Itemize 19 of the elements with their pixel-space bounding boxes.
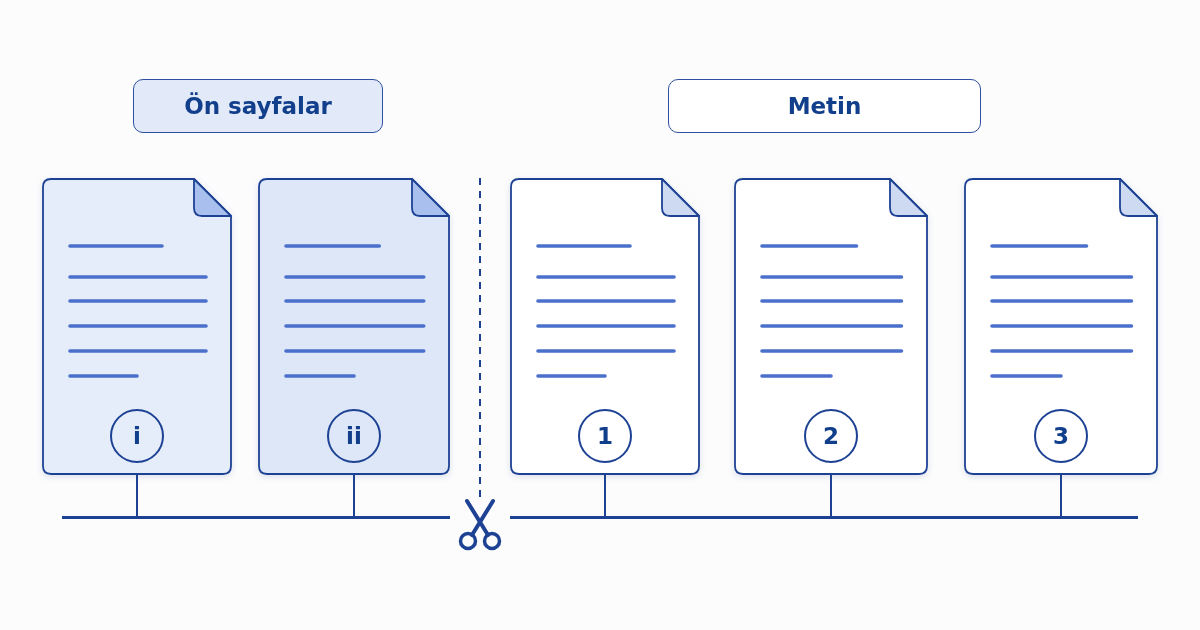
section-header: Metin	[668, 79, 981, 133]
page-number: i	[110, 409, 164, 463]
section-header: Ön sayfalar	[133, 79, 383, 133]
connector-line	[1060, 474, 1062, 517]
document-page	[258, 178, 450, 475]
page-number: 1	[578, 409, 632, 463]
connector-line	[830, 474, 832, 517]
page-number: 3	[1034, 409, 1088, 463]
baseline-bar	[62, 516, 450, 519]
page-number: ii	[327, 409, 381, 463]
document-page	[734, 178, 928, 475]
document-page	[510, 178, 700, 475]
connector-line	[604, 474, 606, 517]
document-page	[42, 178, 232, 475]
page-number: 2	[804, 409, 858, 463]
connector-line	[353, 474, 355, 517]
connector-line	[136, 474, 138, 517]
baseline-bar	[510, 516, 1138, 519]
document-page	[964, 178, 1158, 475]
